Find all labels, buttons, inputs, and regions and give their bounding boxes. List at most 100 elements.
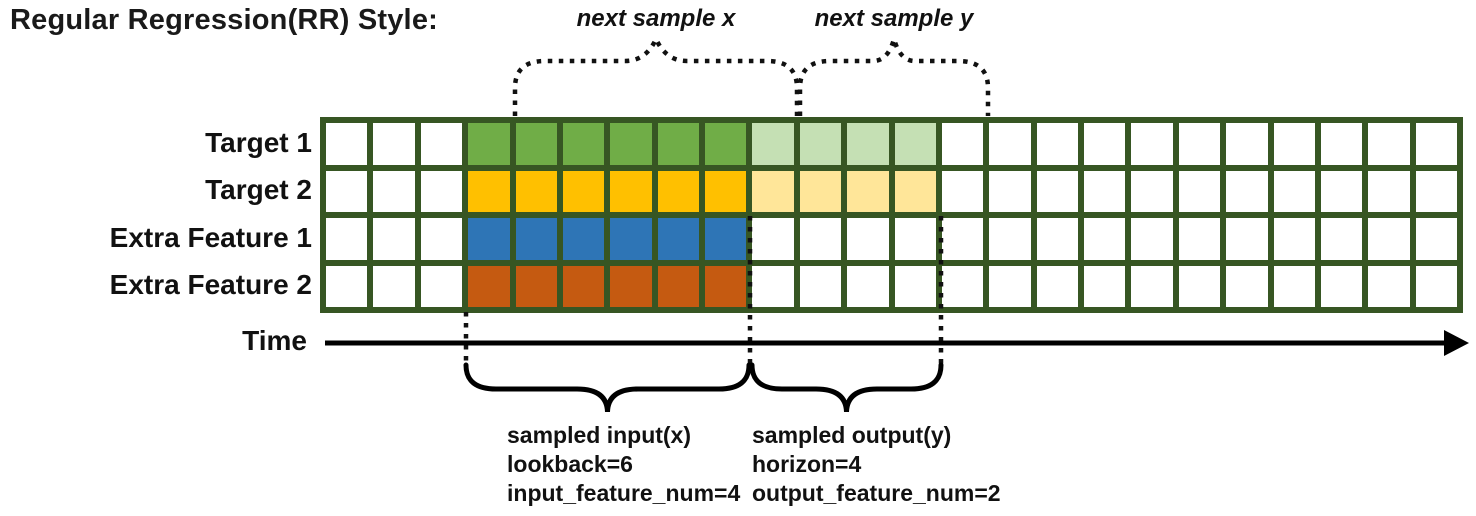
sampled-output-caption: sampled output(y) horizon=4 output_featu…	[752, 421, 1001, 508]
grid-cell	[705, 265, 747, 307]
grid-cell	[1036, 218, 1078, 260]
next-sample-x-label: next sample x	[576, 5, 736, 32]
grid-cell	[941, 218, 984, 260]
grid-cell	[1178, 170, 1221, 212]
grid-cell	[989, 265, 1031, 307]
row-label-extra-feature-2: Extra Feature 2	[109, 269, 312, 300]
grid-cell	[1084, 123, 1126, 165]
grid-cell	[1415, 218, 1457, 260]
grid-cell	[894, 123, 936, 165]
grid-cell	[326, 123, 368, 165]
grid-cell	[705, 170, 747, 212]
next-sample-x-brace	[512, 33, 800, 116]
grid-cell	[515, 265, 557, 307]
grid-cell	[752, 265, 794, 307]
grid-cell	[1178, 123, 1221, 165]
row-label-extra-feature-1: Extra Feature 1	[109, 222, 312, 253]
grid-cell	[941, 265, 984, 307]
next-sample-y-label: next sample y	[814, 5, 974, 32]
grid-cell	[1415, 123, 1457, 165]
grid-cell	[989, 123, 1031, 165]
grid-cell	[847, 265, 889, 307]
sample-grid	[320, 117, 1463, 313]
sampled-input-caption-line-3: input_feature_num=4	[507, 480, 741, 506]
grid-cell	[1320, 170, 1363, 212]
grid-cell	[1084, 265, 1126, 307]
grid-cell	[657, 218, 699, 260]
grid-cell	[373, 218, 415, 260]
grid-cell	[1415, 170, 1457, 212]
grid-cell	[1226, 265, 1268, 307]
sampled-input-caption-line-2: lookback=6	[507, 451, 633, 477]
grid-cell	[989, 170, 1031, 212]
grid-cell	[468, 170, 510, 212]
sampled-input-caption: sampled input(x) lookback=6 input_featur…	[507, 421, 740, 508]
grid-cell	[1131, 123, 1173, 165]
grid-cell	[1178, 218, 1221, 260]
grid-cell	[420, 218, 463, 260]
grid-cell	[1320, 123, 1363, 165]
grid-cell	[420, 170, 463, 212]
grid-cell	[799, 265, 842, 307]
grid-cell	[1273, 218, 1315, 260]
grid-cell	[610, 218, 652, 260]
grid-cell	[326, 218, 368, 260]
grid-cell	[373, 170, 415, 212]
grid-cell	[894, 170, 936, 212]
grid-cell	[326, 170, 368, 212]
grid-cell	[1131, 218, 1173, 260]
grid-cell	[894, 218, 936, 260]
grid-cell	[420, 265, 463, 307]
grid-cell	[799, 218, 842, 260]
grid-cell	[752, 218, 794, 260]
grid-cell	[468, 265, 510, 307]
grid-cell	[705, 218, 747, 260]
page-title: Regular Regression(RR) Style:	[10, 4, 438, 36]
grid-cell	[562, 170, 605, 212]
grid-cell	[1226, 123, 1268, 165]
grid-cell	[515, 123, 557, 165]
grid-cell	[610, 265, 652, 307]
grid-cell	[562, 218, 605, 260]
grid-cell	[373, 265, 415, 307]
grid-cell	[847, 170, 889, 212]
grid-cell	[894, 265, 936, 307]
grid-cell	[1084, 170, 1126, 212]
grid-cell	[515, 218, 557, 260]
grid-cell	[1368, 265, 1410, 307]
grid-cell	[1036, 265, 1078, 307]
grid-cell	[326, 265, 368, 307]
sampled-input-brace	[463, 362, 752, 413]
grid-cell	[657, 170, 699, 212]
sampled-input-caption-line-1: sampled input(x)	[507, 422, 692, 448]
grid-cell	[847, 218, 889, 260]
grid-cell	[1273, 170, 1315, 212]
grid-cell	[657, 265, 699, 307]
grid-cell	[1036, 170, 1078, 212]
grid-cell	[1131, 170, 1173, 212]
grid-cell	[1368, 218, 1410, 260]
grid-cell	[562, 265, 605, 307]
sampled-output-caption-line-2: horizon=4	[752, 451, 862, 477]
grid-cell	[941, 123, 984, 165]
sampled-output-brace	[749, 362, 944, 413]
grid-cell	[989, 218, 1031, 260]
grid-cell	[1226, 218, 1268, 260]
grid-cell	[610, 123, 652, 165]
grid-cell	[610, 170, 652, 212]
time-axis-arrow-head	[1444, 330, 1469, 356]
grid-cell	[799, 123, 842, 165]
grid-cell	[1320, 218, 1363, 260]
grid-cell	[799, 170, 842, 212]
grid-cell	[1084, 218, 1126, 260]
time-axis-label: Time	[242, 325, 307, 356]
grid-cell	[1320, 265, 1363, 307]
grid-cell	[752, 170, 794, 212]
sampled-output-caption-line-1: sampled output(y)	[752, 422, 952, 448]
grid-cell	[1178, 265, 1221, 307]
row-label-target-1: Target 1	[205, 127, 312, 158]
grid-cell	[468, 218, 510, 260]
grid-cell	[1368, 170, 1410, 212]
sampled-output-caption-line-3: output_feature_num=2	[752, 480, 1001, 506]
